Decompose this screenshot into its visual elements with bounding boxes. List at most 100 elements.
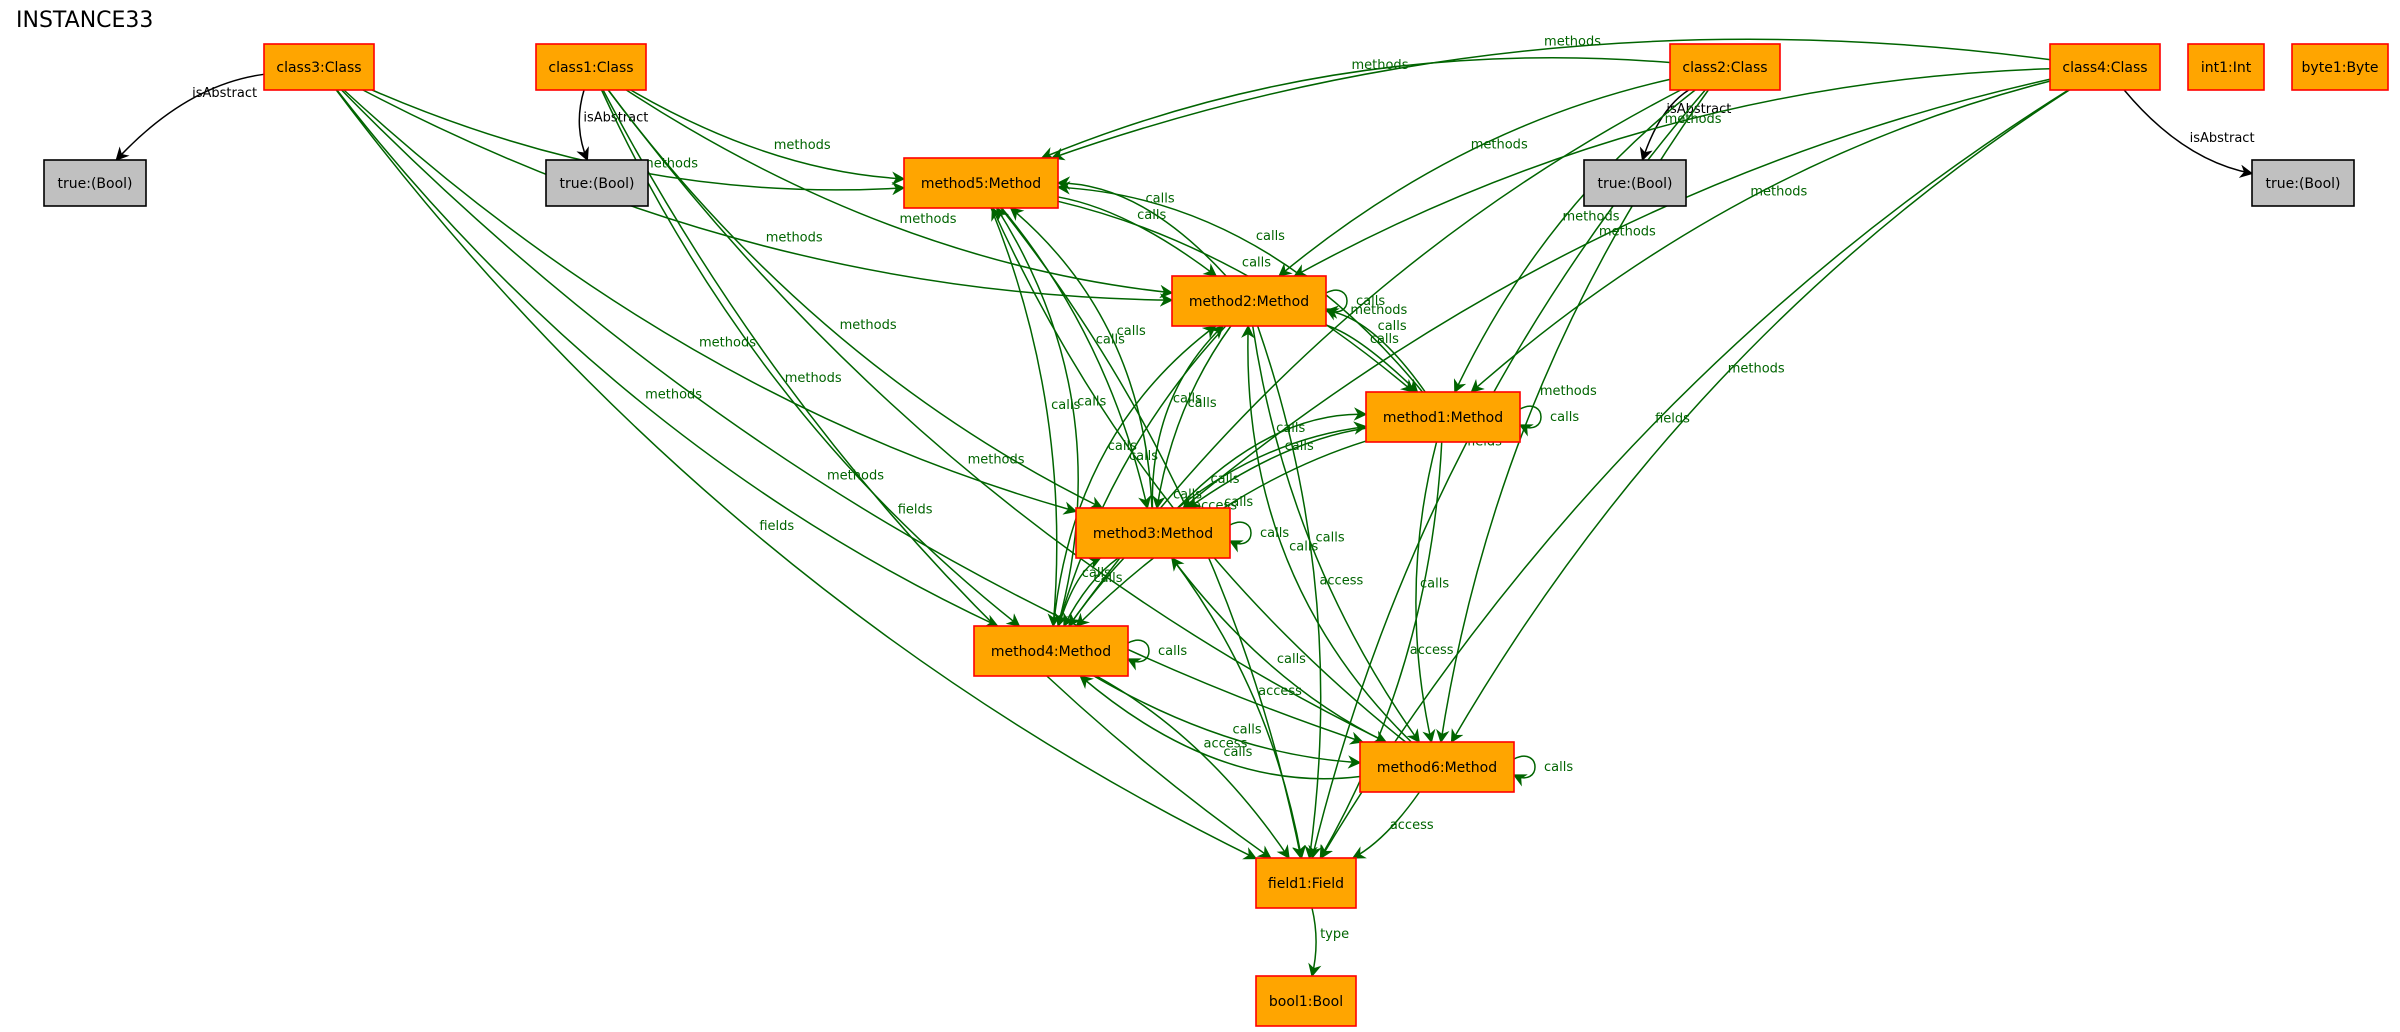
edge-line <box>1050 38 2051 161</box>
node-box <box>2291 43 2389 91</box>
edge-line <box>1518 405 1542 437</box>
edge-line <box>1151 325 1224 509</box>
node-method6[interactable]: method6:Method <box>1359 741 1515 793</box>
node-box <box>1669 43 1781 91</box>
edge-line <box>1241 324 1412 743</box>
node-box <box>2187 43 2265 91</box>
edge-line <box>1126 639 1150 671</box>
node-box <box>1171 275 1327 327</box>
edge-line <box>1057 200 1415 393</box>
edge-label: access <box>1410 643 1454 658</box>
edge-line <box>996 206 1079 627</box>
edge-label: methods <box>1540 384 1597 399</box>
node-label: field1:Field <box>1268 876 1344 892</box>
node-label: byte1:Byte <box>2302 60 2379 76</box>
node-label: method5:Method <box>921 176 1041 192</box>
edge-line <box>115 73 265 161</box>
edge-method1-to-method3: calls <box>1187 427 1367 509</box>
edge-line <box>1152 325 1232 510</box>
edge-line <box>2123 89 2254 178</box>
edge-line <box>1351 791 1421 859</box>
node-bool1[interactable]: bool1:Bool <box>1255 975 1357 1027</box>
edge-line <box>1450 89 2070 744</box>
edge-class1-to-field1: fields <box>602 89 1272 859</box>
edge-method2-to-method2: calls <box>1324 289 1385 321</box>
edge-label: calls <box>1316 530 1345 545</box>
edge-class3-to-method6: methods <box>341 89 1364 745</box>
edge-label: access <box>1258 684 1302 699</box>
edge-label: methods <box>641 157 698 172</box>
edge-line <box>1182 78 2051 509</box>
node-label: class1:Class <box>548 60 633 76</box>
edge-method2-to-method5: calls <box>1056 176 1227 277</box>
node-box <box>1075 507 1231 559</box>
edge-label: calls <box>1285 439 1314 454</box>
node-byte1[interactable]: byte1:Byte <box>2291 43 2389 91</box>
node-label: true:(Bool) <box>2266 176 2341 192</box>
edge-line <box>1319 441 1443 860</box>
edge-label: calls <box>1051 398 1080 413</box>
edge-class3-to-method3: methods <box>343 89 1078 515</box>
edge-line <box>607 89 1104 509</box>
edge-method4-to-field1: access <box>1096 675 1290 860</box>
node-bool_c4[interactable]: true:(Bool) <box>2251 159 2355 207</box>
node-field1[interactable]: field1:Field <box>1255 857 1357 909</box>
node-method5[interactable]: method5:Method <box>903 157 1059 209</box>
edge-class3-to-bool_c3: isAbstract <box>115 73 265 161</box>
node-class1[interactable]: class1:Class <box>535 43 647 91</box>
edge-label: methods <box>1665 112 1722 127</box>
edge-label: calls <box>1233 722 1262 737</box>
edge-label: access <box>1204 737 1248 752</box>
edge-label: calls <box>1224 495 1253 510</box>
node-class4[interactable]: class4:Class <box>2049 43 2161 91</box>
edge-label: calls <box>1242 256 1271 271</box>
edge-line <box>1056 181 1424 393</box>
edge-line <box>990 207 1061 628</box>
node-bool_c2[interactable]: true:(Bool) <box>1583 159 1687 207</box>
edge-label: methods <box>766 230 823 245</box>
node-int1[interactable]: int1:Int <box>2187 43 2265 91</box>
node-method2[interactable]: method2:Method <box>1171 275 1327 327</box>
node-box <box>2049 43 2161 91</box>
edge-label: methods <box>840 318 897 333</box>
edge-method1-to-field1: access <box>1319 441 1454 860</box>
node-bool_c1[interactable]: true:(Bool) <box>545 159 649 207</box>
node-class2[interactable]: class2:Class <box>1669 43 1781 91</box>
edge-method2-to-method6: calls <box>1251 325 1420 744</box>
edge-label: methods <box>1750 185 1807 200</box>
edge-line <box>607 89 1388 743</box>
edge-class1-to-method5: methods <box>630 89 906 185</box>
edge-line <box>1453 89 1696 394</box>
edge-method6-to-method4: calls <box>1079 675 1361 780</box>
node-method1[interactable]: method1:Method <box>1365 391 1521 443</box>
edge-method5-to-method2: calls <box>1057 196 1218 277</box>
node-label: int1:Int <box>2201 60 2252 76</box>
edge-label: calls <box>1082 566 1111 581</box>
edge-line <box>1415 441 1438 744</box>
edge-line <box>335 89 1258 860</box>
edge-label: calls <box>1117 324 1146 339</box>
edge-label: fields <box>898 502 933 517</box>
edge-method3-to-field1: access <box>1171 557 1307 860</box>
edge-line <box>1325 324 1419 393</box>
node-bool_c3[interactable]: true:(Bool) <box>43 159 147 207</box>
node-class3[interactable]: class3:Class <box>263 43 375 91</box>
node-method4[interactable]: method4:Method <box>973 625 1129 677</box>
edge-method3-to-method3: calls <box>1228 521 1289 553</box>
edge-class4-to-method5: methods <box>1050 34 2051 161</box>
edge-line <box>1052 325 1217 627</box>
node-method3[interactable]: method3:Method <box>1075 507 1231 559</box>
node-box <box>545 159 649 207</box>
edge-line <box>1176 407 1368 509</box>
edge-class2-to-method2: methods <box>1278 78 1671 277</box>
edge-label: calls <box>1129 449 1158 464</box>
edge-label: calls <box>1146 191 1175 206</box>
node-label: bool1:Bool <box>1269 994 1343 1010</box>
edge-label: calls <box>1550 410 1579 425</box>
edge-method1-to-method6: calls <box>1415 441 1449 744</box>
edge-label: methods <box>699 335 756 350</box>
node-label: class3:Class <box>276 60 361 76</box>
node-label: true:(Bool) <box>560 176 635 192</box>
node-box <box>535 43 647 91</box>
node-label: method4:Method <box>991 644 1111 660</box>
